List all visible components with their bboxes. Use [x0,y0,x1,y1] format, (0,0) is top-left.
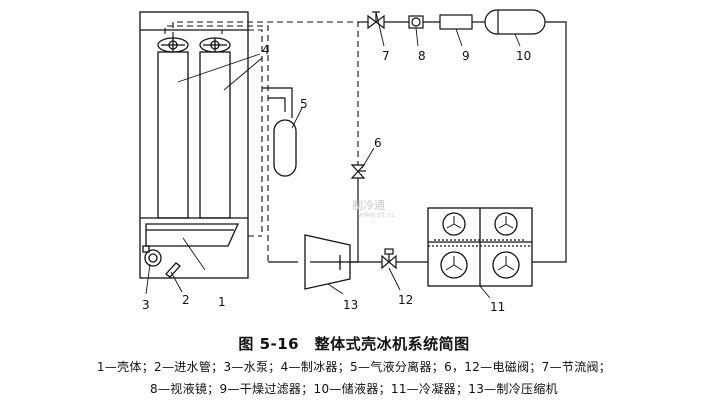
legend-line-2: 8—视液镜；9—干燥过滤器；10—储液器；11—冷凝器；13—制冷压缩机 [150,382,558,396]
sight-glass [408,15,424,29]
solenoid-valve-6 [350,164,366,179]
label-7: 7 [382,49,390,63]
water-inlet-pipe [165,262,181,278]
condenser [427,207,533,287]
refrigeration-compressor [304,234,351,290]
label-3: 3 [142,298,150,312]
ice-maker-left [157,37,189,219]
label-5: 5 [300,97,308,111]
label-4: 4 [262,43,270,57]
dryer-filter [439,14,473,30]
system-diagram: 1 2 3 4 5 6 7 8 9 10 11 12 13 [139,9,567,314]
water-pump [144,249,162,267]
label-1: 1 [218,295,226,309]
label-8: 8 [418,49,426,63]
solenoid-valve-12 [381,248,397,270]
watermark-url: www.zlt.cc [358,211,396,219]
gas-liquid-separator [273,119,297,177]
throttle-valve [367,11,385,30]
label-10: 10 [516,49,531,63]
label-6: 6 [374,136,382,150]
shell [139,11,249,279]
label-2: 2 [182,293,190,307]
label-9: 9 [462,49,470,63]
ice-maker-right [199,37,231,219]
label-11: 11 [490,300,505,314]
label-12: 12 [398,293,413,307]
figure-caption: 图 5-16 整体式壳冰机系统简图 [238,335,470,353]
water-tray [145,223,240,247]
label-13: 13 [343,298,358,312]
watermark: 制冷通 [352,199,385,212]
liquid-receiver [484,9,546,35]
legend-line-1: 1—壳体；2—进水管；3—水泵；4—制冰器；5—气液分离器；6，12—电磁阀；7… [96,360,612,374]
